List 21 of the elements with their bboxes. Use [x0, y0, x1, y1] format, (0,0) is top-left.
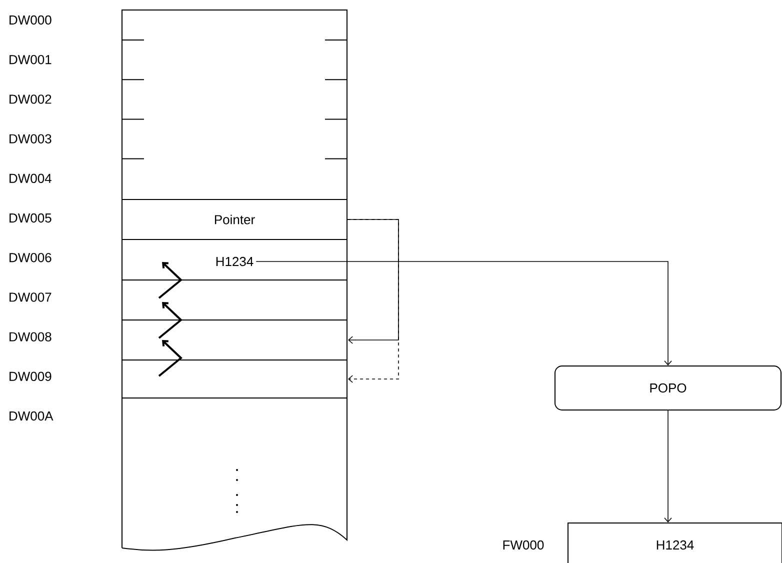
address-label: DW007 [10, 292, 52, 302]
address-label: DW005 [10, 213, 52, 223]
address-label: DW006 [10, 253, 52, 262]
arrow [256, 261, 672, 366]
address-label: DW009 [10, 372, 52, 381]
memory-table [122, 10, 348, 551]
arrow [347, 219, 399, 383]
address-label: DW00A [10, 411, 54, 421]
cell-value: H1234 [216, 256, 254, 266]
arrow [664, 410, 672, 522]
address-label: DW001 [10, 55, 52, 64]
address-label: DW008 [10, 332, 52, 342]
register-cell: H1234 [568, 522, 782, 563]
arrow [347, 219, 399, 344]
register-address: FW000 [503, 540, 544, 550]
memory-cell: Pointer [122, 199, 348, 240]
address-label: DW004 [10, 174, 52, 183]
address-label: DW002 [10, 94, 52, 104]
process-box: POPO [554, 366, 782, 410]
address-label: DW003 [10, 134, 52, 144]
address-label: DW000 [10, 15, 52, 25]
